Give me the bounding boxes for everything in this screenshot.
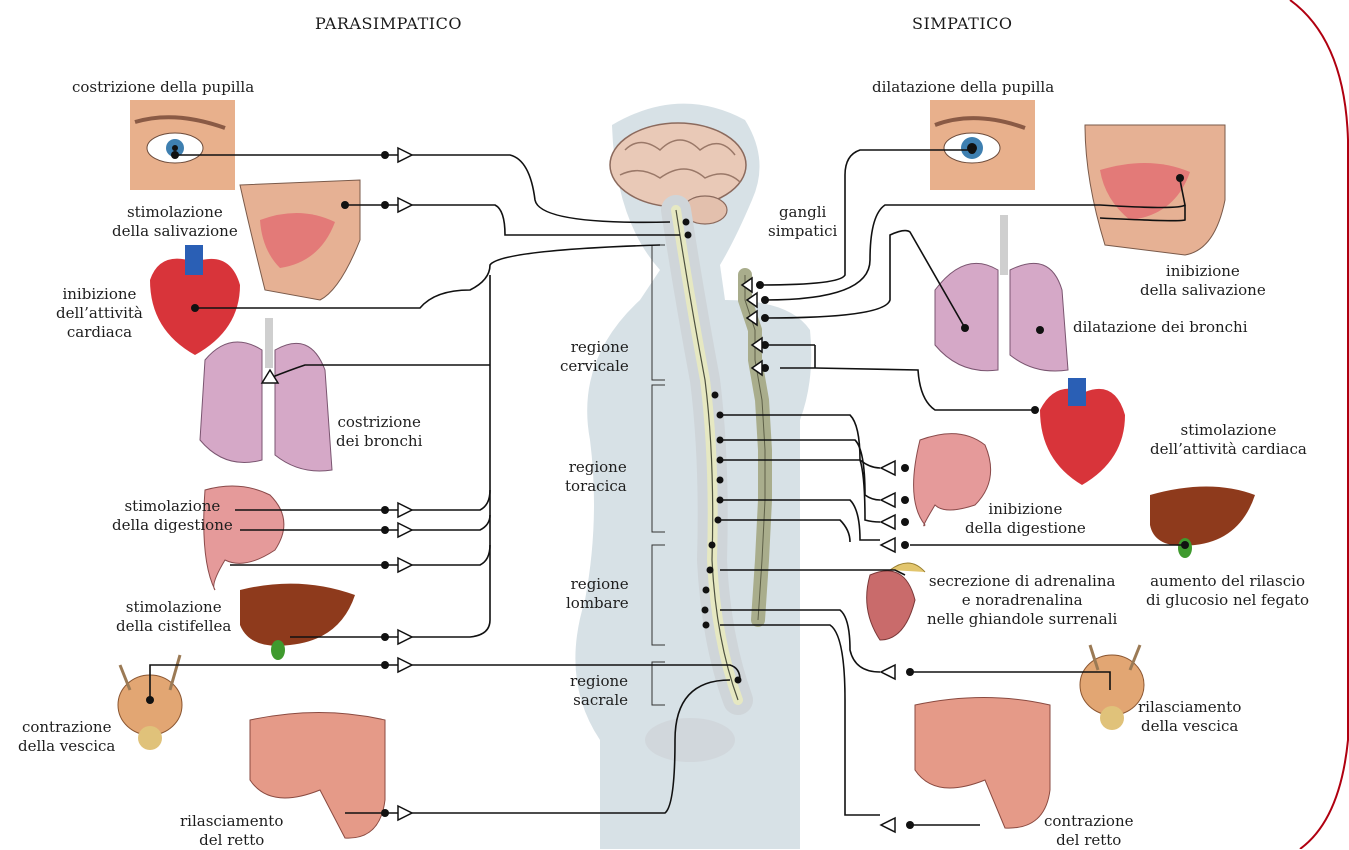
label-cervical-region: regione cervicale xyxy=(560,338,629,376)
label-sacral-region: regione sacrale xyxy=(570,672,628,710)
label-bronchi-constriction: costrizione dei bronchi xyxy=(336,413,422,451)
label-pupil-constriction: costrizione della pupilla xyxy=(72,78,254,97)
label-bronchi-dilation: dilatazione dei bronchi xyxy=(1073,318,1248,337)
label-bladder-contraction: contrazione della vescica xyxy=(18,718,115,756)
sympathetic-header: SIMPATICO xyxy=(912,14,1013,33)
label-glucose-release: aumento del rilascio di glucosio nel feg… xyxy=(1146,572,1309,610)
eye-left xyxy=(130,100,235,190)
label-salivation-stimulation: stimolazione della salivazione xyxy=(112,203,238,241)
lungs-right xyxy=(935,215,1068,371)
heart-left xyxy=(150,245,240,355)
label-thoracic-region: regione toracica xyxy=(565,458,627,496)
mouth-left xyxy=(240,180,360,300)
label-bladder-relaxation: rilasciamento della vescica xyxy=(1138,698,1241,736)
label-salivation-inhibition: inibizione della salivazione xyxy=(1140,262,1266,300)
label-pupil-dilation: dilatazione della pupilla xyxy=(872,78,1054,97)
liver-right xyxy=(1150,487,1255,559)
liver-left xyxy=(240,584,355,660)
intestine-right xyxy=(915,698,1050,829)
parasympathetic-header: PARASIMPATICO xyxy=(315,14,462,33)
label-gallbladder-stimulation: stimolazione della cistifellea xyxy=(116,598,231,636)
label-rectum-relaxation: rilasciamento del retto xyxy=(180,812,283,850)
bladder-right xyxy=(1080,645,1144,730)
eye-right xyxy=(930,100,1035,190)
label-digestion-stimulation: stimolazione della digestione xyxy=(112,497,233,535)
label-sympathetic-ganglia: gangli simpatici xyxy=(768,203,837,241)
label-cardiac-inhibition: inibizione dell’attività cardiaca xyxy=(56,285,143,342)
label-lumbar-region: regione lombare xyxy=(566,575,629,613)
mouth-right xyxy=(1085,125,1225,255)
lungs-left xyxy=(200,318,332,471)
label-cardiac-stimulation: stimolazione dell’attività cardiaca xyxy=(1150,421,1307,459)
adrenal-kidney-right xyxy=(867,563,925,640)
label-rectum-contraction: contrazione del retto xyxy=(1044,812,1134,850)
label-digestion-inhibition: inibizione della digestione xyxy=(965,500,1086,538)
label-adrenaline-secretion: secrezione di adrenalina e noradrenalina… xyxy=(927,572,1117,629)
heart-right xyxy=(1040,378,1125,485)
